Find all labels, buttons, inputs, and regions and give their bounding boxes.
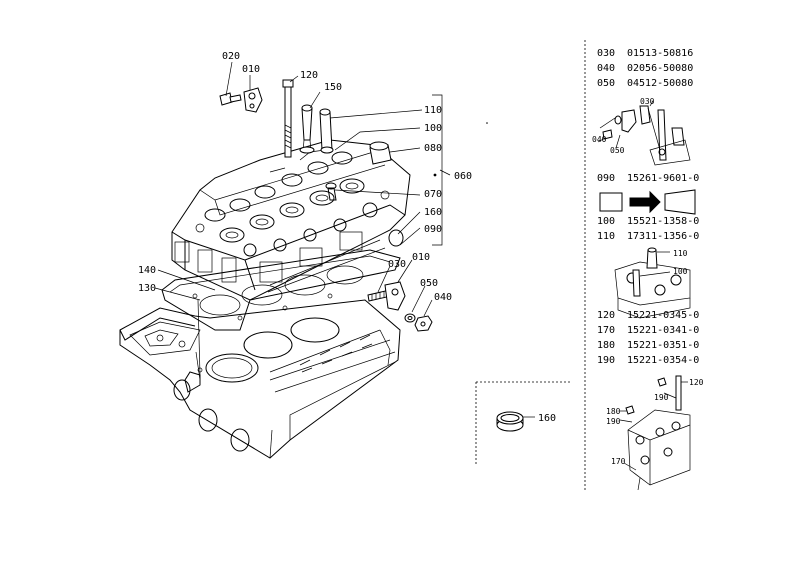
- inset-label-110: 110: [673, 249, 688, 258]
- plug-080: [369, 141, 392, 165]
- bracket-010-top: [243, 87, 263, 113]
- sketch-120-190: 190 120 180 190 170: [606, 375, 704, 491]
- bracket-010-side: [384, 281, 406, 311]
- nut-040: [414, 315, 433, 332]
- inset-label-190b: 190: [606, 417, 621, 426]
- callout-020: 020: [222, 51, 240, 62]
- nozzle-150: [299, 104, 315, 154]
- callout-100: 100: [424, 123, 442, 134]
- callout-050: 050: [420, 278, 438, 289]
- callout-labels: 020 010 120 150 110 100 080 060 070 160 …: [138, 51, 472, 303]
- head-bolt-120: [282, 79, 294, 158]
- part-number: 15261-9601-0: [627, 173, 700, 184]
- part-number: 17311-1356-0: [627, 231, 700, 242]
- callout-090: 090: [424, 224, 442, 235]
- part-no: 030: [597, 48, 616, 59]
- parts-list-group-2: 090 15261-9601-0: [597, 173, 699, 185]
- inset-label-120: 120: [689, 378, 704, 387]
- inset-label-170: 170: [611, 457, 626, 466]
- inset-label-100: 100: [673, 267, 688, 276]
- inset-label-040: 040: [592, 135, 607, 144]
- cylinder-head: [171, 139, 411, 301]
- inset-label-180: 180: [606, 407, 621, 416]
- part-no: 090: [597, 173, 616, 184]
- washer-050: [404, 313, 416, 323]
- callout-070: 070: [424, 189, 442, 200]
- part-no: 040: [597, 63, 616, 74]
- callout-120: 120: [300, 70, 318, 81]
- part-number: 15221-0345-0: [627, 310, 700, 321]
- head-gasket: [161, 249, 401, 331]
- parts-row: 090 15261-9601-0: [597, 173, 699, 185]
- sketch-030-040-050: 040 050 030: [592, 97, 691, 166]
- part-no: 180: [597, 340, 616, 351]
- part-number: 15221-0341-0: [627, 325, 700, 336]
- parts-list-group-1: 030 01513-50816 040 02056-50080 050 04512-5…: [597, 48, 693, 90]
- parts-row: 180 15221-0351-0: [597, 340, 699, 352]
- bolt-020: [219, 92, 242, 106]
- callout-150: 150: [324, 82, 342, 93]
- callout-030: 030: [388, 259, 406, 270]
- callout-080: 080: [424, 143, 442, 154]
- part-number: 15221-0351-0: [627, 340, 700, 351]
- parts-row: 170 15221-0341-0: [597, 325, 699, 337]
- parts-row: 120 15221-0345-0: [597, 310, 699, 322]
- part-number: 15521-1358-0: [627, 216, 700, 227]
- part-number: 04512-50080: [627, 78, 694, 89]
- part-no: 190: [597, 355, 616, 366]
- part-no: 170: [597, 325, 616, 336]
- cylinder-block: [119, 299, 401, 459]
- inset-label-190: 190: [654, 393, 669, 402]
- parts-list-group-3: 100 15521-1358-0 110 17311-1356-0: [597, 216, 699, 243]
- inset-160: 160: [475, 381, 570, 465]
- callout-160-main: 160: [424, 207, 442, 218]
- parts-row: 190 15221-0354-0: [597, 355, 699, 367]
- parts-row: 030 01513-50816: [597, 48, 693, 60]
- callout-110: 110: [424, 105, 442, 116]
- pipe-110: [319, 108, 334, 154]
- part-number: 01513-50816: [627, 48, 694, 59]
- part-no: 120: [597, 310, 616, 321]
- callout-060: 060: [454, 171, 472, 182]
- callout-130: 130: [138, 283, 156, 294]
- sketch-090-arrow: [599, 189, 696, 215]
- part-no: 100: [597, 216, 616, 227]
- callout-010-side: 010: [412, 252, 430, 263]
- parts-row: 110 17311-1356-0: [597, 231, 699, 243]
- inset-label-030: 030: [640, 97, 655, 106]
- sketch-100-110: 110 100: [614, 247, 691, 319]
- part-number: 15221-0354-0: [627, 355, 700, 366]
- parts-row: 050 04512-50080: [597, 78, 693, 90]
- callout-160-inset: 160: [538, 413, 556, 424]
- callout-140: 140: [138, 265, 156, 276]
- part-no: 110: [597, 231, 616, 242]
- inset-label-050: 050: [610, 146, 625, 155]
- callout-010-top: 010: [242, 64, 260, 75]
- parts-list-group-4: 120 15221-0345-0 170 15221-0341-0 180 15221…: [597, 310, 699, 367]
- callout-040: 040: [434, 292, 452, 303]
- leader-lines: [154, 61, 535, 418]
- part-number: 02056-50080: [627, 63, 694, 74]
- parts-row: 040 02056-50080: [597, 63, 693, 75]
- part-no: 050: [597, 78, 616, 89]
- parts-row: 100 15521-1358-0: [597, 216, 699, 228]
